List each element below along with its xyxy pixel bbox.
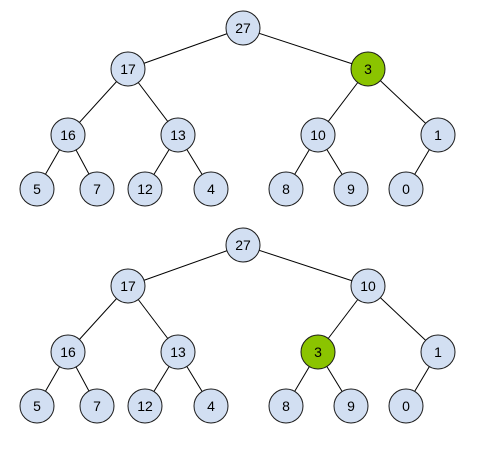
node-label: 27	[235, 237, 251, 253]
heap-node-16: 16	[50, 117, 86, 153]
heap-node-4: 4	[193, 171, 229, 207]
highlighted-node-circle	[350, 51, 386, 87]
heap-node-7: 7	[79, 171, 115, 207]
tree-after: 27 17 10 16 13 3 1 5 7 12 4 8 9 0	[19, 227, 456, 424]
tree-before: 27 17 3 16 13 10 1 5 7 12 4 8 9 0	[19, 10, 456, 207]
node-label: 1	[434, 127, 442, 143]
heap-node-1: 1	[420, 334, 456, 370]
node-circle	[19, 388, 55, 424]
node-label: 9	[347, 398, 355, 414]
node-label: 3	[364, 61, 372, 77]
node-circle	[50, 117, 86, 153]
heap-node-4: 4	[193, 388, 229, 424]
node-label: 5	[33, 398, 41, 414]
node-label: 8	[282, 181, 290, 197]
node-label: 17	[120, 278, 136, 294]
heap-node-5: 5	[19, 171, 55, 207]
node-circle	[160, 334, 196, 370]
node-label: 16	[60, 344, 76, 360]
heap-node-3: 3	[350, 51, 386, 87]
heap-node-9: 9	[333, 171, 369, 207]
node-circle	[127, 171, 163, 207]
node-circle	[50, 334, 86, 370]
heap-node-12: 12	[127, 171, 163, 207]
highlighted-node-circle	[300, 334, 336, 370]
heap-node-8: 8	[268, 171, 304, 207]
heap-node-1: 1	[420, 117, 456, 153]
node-label: 13	[170, 344, 186, 360]
node-label: 5	[33, 181, 41, 197]
node-circle	[420, 117, 456, 153]
edge-27-to-3	[242, 27, 369, 70]
node-circle	[79, 388, 115, 424]
node-circle	[420, 334, 456, 370]
node-circle	[388, 388, 424, 424]
heap-node-17: 17	[110, 268, 146, 304]
node-label: 10	[360, 278, 376, 294]
node-circle	[110, 268, 146, 304]
node-label: 0	[402, 181, 410, 197]
heap-node-12: 12	[127, 388, 163, 424]
node-label: 16	[60, 127, 76, 143]
node-circle	[110, 51, 146, 87]
heap-node-7: 7	[79, 388, 115, 424]
node-label: 27	[235, 20, 251, 36]
heap-node-10: 10	[300, 117, 336, 153]
node-circle	[193, 171, 229, 207]
heap-node-27: 27	[225, 10, 261, 46]
node-label: 0	[402, 398, 410, 414]
heap-node-0: 0	[388, 171, 424, 207]
node-circle	[127, 388, 163, 424]
heap-node-16: 16	[50, 334, 86, 370]
node-circle	[350, 268, 386, 304]
heap-node-9: 9	[333, 388, 369, 424]
edge-27-to-10	[242, 244, 369, 287]
node-label: 4	[207, 398, 215, 414]
node-circle	[333, 171, 369, 207]
node-label: 3	[314, 344, 322, 360]
node-label: 8	[282, 398, 290, 414]
node-circle	[268, 171, 304, 207]
node-label: 12	[137, 181, 153, 197]
node-label: 7	[93, 181, 101, 197]
node-label: 7	[93, 398, 101, 414]
node-circle	[160, 117, 196, 153]
node-label: 10	[310, 127, 326, 143]
heap-node-13: 13	[160, 117, 196, 153]
edge-27-to-17	[127, 27, 244, 70]
heap-node-17: 17	[110, 51, 146, 87]
node-circle	[333, 388, 369, 424]
node-circle	[388, 171, 424, 207]
node-circle	[19, 171, 55, 207]
heap-node-8: 8	[268, 388, 304, 424]
node-label: 4	[207, 181, 215, 197]
heap-node-0: 0	[388, 388, 424, 424]
node-label: 1	[434, 344, 442, 360]
node-circle	[225, 227, 261, 263]
node-circle	[79, 171, 115, 207]
node-label: 12	[137, 398, 153, 414]
heap-node-27: 27	[225, 227, 261, 263]
heap-node-5: 5	[19, 388, 55, 424]
node-label: 17	[120, 61, 136, 77]
node-label: 13	[170, 127, 186, 143]
heap-node-3: 3	[300, 334, 336, 370]
node-circle	[268, 388, 304, 424]
edge-27-to-17	[127, 244, 244, 287]
heap-node-13: 13	[160, 334, 196, 370]
node-label: 9	[347, 181, 355, 197]
heap-node-10: 10	[350, 268, 386, 304]
node-circle	[300, 117, 336, 153]
node-circle	[193, 388, 229, 424]
node-circle	[225, 10, 261, 46]
